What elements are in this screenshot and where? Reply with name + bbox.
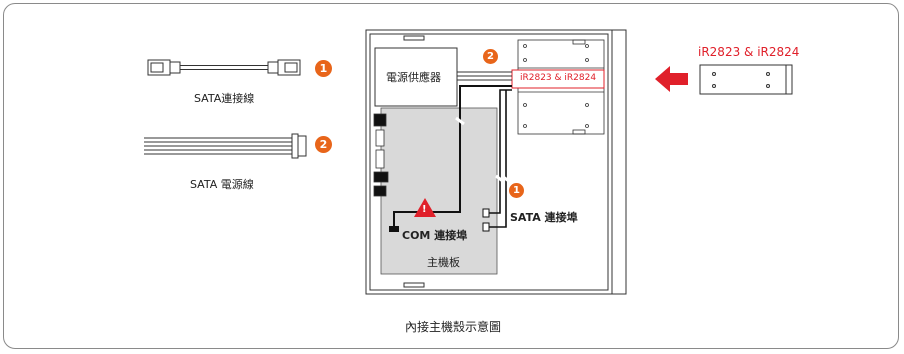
module-label: iR2823 & iR2824 xyxy=(698,45,800,59)
case-badge-1: 1 xyxy=(509,183,524,198)
com-port-label: COM 連接埠 xyxy=(402,229,468,242)
io-connectors xyxy=(373,113,389,197)
com-port-connector xyxy=(389,226,399,232)
power-cable-route xyxy=(457,71,512,81)
installed-module-slot xyxy=(511,69,605,89)
sata-port-label: SATA 連接埠 xyxy=(510,211,578,224)
psu-label: 電源供應器 xyxy=(386,71,441,84)
insert-arrow-icon xyxy=(655,66,688,92)
legend-badge-2: 2 xyxy=(315,136,332,153)
sata-cable-label: SATA連接線 xyxy=(194,92,255,105)
slot-label: iR2823 & iR2824 xyxy=(520,73,597,83)
motherboard xyxy=(380,107,498,275)
pc-case xyxy=(365,29,627,295)
sata-port-connector-2 xyxy=(482,222,490,232)
ir-module-drawing xyxy=(699,64,793,95)
motherboard-label: 主機板 xyxy=(427,256,460,269)
diagram-frame xyxy=(3,3,899,349)
sata-power-cable-icon xyxy=(144,133,307,159)
cable-break-marks xyxy=(455,116,511,184)
legend-badge-1: 1 xyxy=(315,60,332,77)
sata-power-cable-label: SATA 電源線 xyxy=(190,178,254,191)
warning-icon-mark: ! xyxy=(422,204,427,215)
psu-box xyxy=(374,47,458,107)
com-cable-route xyxy=(393,85,512,226)
sata-cable-route xyxy=(489,89,512,228)
warning-icon xyxy=(414,198,436,217)
sata-cable-icon xyxy=(147,59,301,76)
case-badge-2: 2 xyxy=(483,49,498,64)
sata-port-connector-1 xyxy=(482,208,490,218)
diagram-caption: 內接主機殼示意圖 xyxy=(405,320,502,334)
